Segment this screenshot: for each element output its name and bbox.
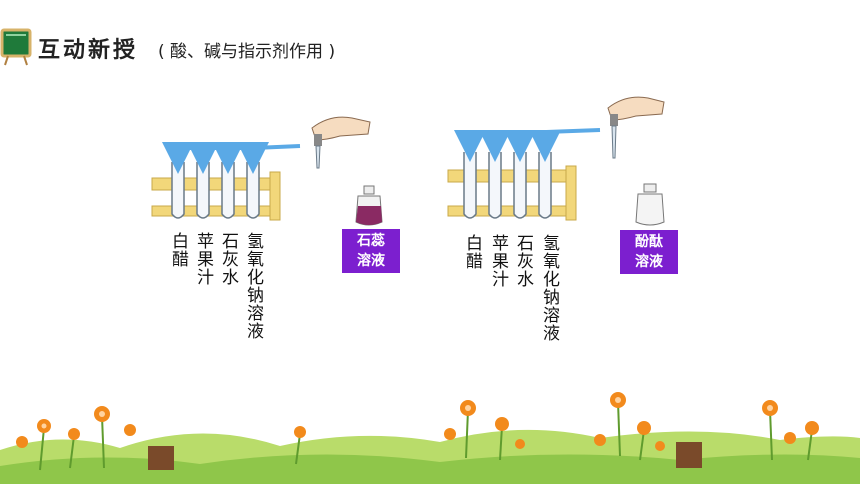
- label-limewater: 石灰水: [513, 234, 533, 288]
- label-apple-juice: 苹果汁: [488, 234, 508, 288]
- right-test-tube-rack: [447, 128, 601, 221]
- page-title: 互动新授: [38, 38, 139, 63]
- label-naoh-solution: 氢氧化钠溶液: [243, 232, 263, 340]
- label-limewater: 石灰水: [218, 232, 238, 286]
- reagent-line2: 溶液: [357, 253, 385, 269]
- reagent-line1: 石蕊: [357, 233, 385, 249]
- page-subtitle: ( 酸、碱与指示剂作用 ): [158, 42, 336, 62]
- left-test-tube-rack: [151, 142, 301, 221]
- flower-meadow-decoration: [0, 392, 860, 484]
- litmus-bottle: [355, 185, 383, 226]
- blackboard-icon: [0, 28, 32, 66]
- phenolphthalein-bottle: [635, 183, 665, 226]
- label-white-vinegar: 白醋: [462, 234, 482, 270]
- reagent-line2: 溶液: [635, 254, 663, 270]
- label-apple-juice: 苹果汁: [193, 232, 213, 286]
- litmus-reagent-label: 石蕊 溶液: [342, 229, 400, 273]
- label-white-vinegar: 白醋: [168, 232, 188, 268]
- phenolphthalein-reagent-label: 酚酞 溶液: [620, 230, 678, 274]
- right-dropper-hand: [607, 96, 665, 159]
- left-dropper-hand: [311, 116, 371, 169]
- reagent-line1: 酚酞: [635, 234, 663, 250]
- label-naoh-solution: 氢氧化钠溶液: [539, 234, 559, 342]
